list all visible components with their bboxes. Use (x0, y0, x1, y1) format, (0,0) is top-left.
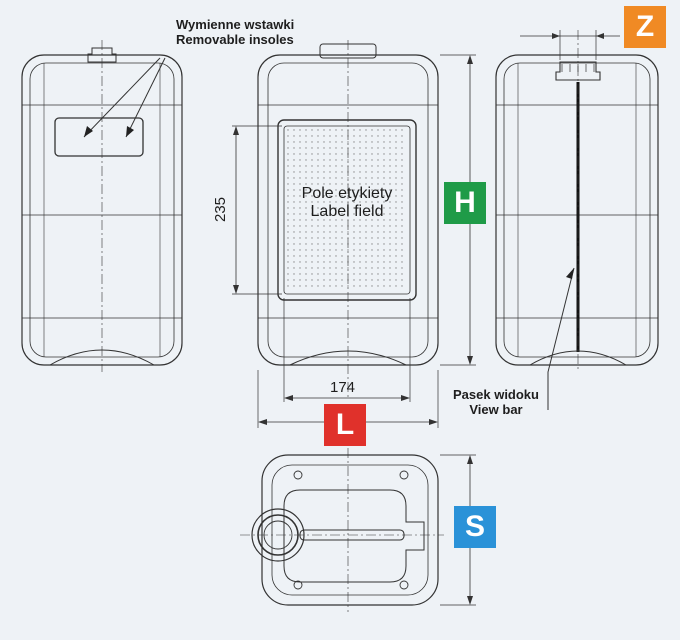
dim-l-arrow-left (258, 419, 267, 425)
top-view-post-4 (399, 580, 409, 590)
dim-z-arrow-left (552, 33, 560, 39)
back-view (21, 40, 183, 372)
dim-h-arrow-top (467, 55, 473, 64)
dim-s-arrow-top (467, 455, 473, 464)
view-bar-leader (547, 267, 575, 410)
dim-235-arrow-top (233, 126, 239, 135)
dim-235-arrow-bottom (233, 285, 239, 294)
insoles-label: Wymienne wstawki Removable insoles (176, 17, 295, 48)
badge-z: Z (624, 6, 666, 48)
insoles-label-en: Removable insoles (176, 31, 294, 47)
back-view-base-arch (49, 349, 155, 366)
insole-arrowhead-right (126, 126, 134, 137)
dim-174-arrow-left (284, 395, 293, 401)
side-view (495, 30, 659, 410)
top-view-post-3 (293, 580, 303, 590)
badge-s: S (454, 506, 496, 548)
insole-arrowhead-left (84, 126, 93, 137)
insole-window (54, 117, 144, 157)
dim-l-arrow-right (429, 419, 438, 425)
badge-l: L (324, 404, 366, 446)
back-view-neck (87, 47, 117, 63)
label-field-dot-pattern (287, 129, 403, 287)
front-view (232, 40, 476, 428)
insoles-label-pl: Wymienne wstawki (176, 17, 295, 32)
side-view-outer-outline (495, 54, 659, 366)
insole-leader-left (83, 57, 161, 138)
view-bar-label-pl: Pasek widoku (453, 387, 539, 402)
label-field-text-en: Label field (310, 203, 384, 221)
dim-h-arrow-bottom (467, 356, 473, 365)
side-view-inner-outline (503, 62, 651, 358)
label-field-outline (277, 119, 417, 301)
view-bar-label: Pasek widoku View bar (448, 387, 544, 418)
top-view-inner-outline (271, 464, 429, 596)
dimension-174: 174 (330, 379, 356, 396)
top-view-post-2 (399, 470, 409, 480)
badge-h: H (444, 182, 486, 224)
top-view (240, 448, 476, 612)
label-field-inner (283, 125, 411, 295)
top-view-handle-recess (283, 489, 425, 583)
side-view-cap (555, 61, 601, 81)
dim-s-arrow-bottom (467, 596, 473, 605)
dim-174-arrow-right (401, 395, 410, 401)
view-bar-arrowhead (566, 268, 574, 279)
front-view-base-arch (289, 350, 407, 366)
label-field-text: Pole etykiety Label field (278, 185, 416, 222)
insole-leader-right (125, 57, 166, 138)
view-bar-label-en: View bar (469, 401, 523, 417)
dim-z-arrow-right (596, 33, 604, 39)
top-view-outer-outline (261, 454, 439, 606)
label-field-text-pl: Pole etykiety (301, 185, 393, 202)
top-view-post-1 (293, 470, 303, 480)
side-view-base-arch (529, 350, 627, 366)
dimension-235: 235 (212, 196, 229, 222)
